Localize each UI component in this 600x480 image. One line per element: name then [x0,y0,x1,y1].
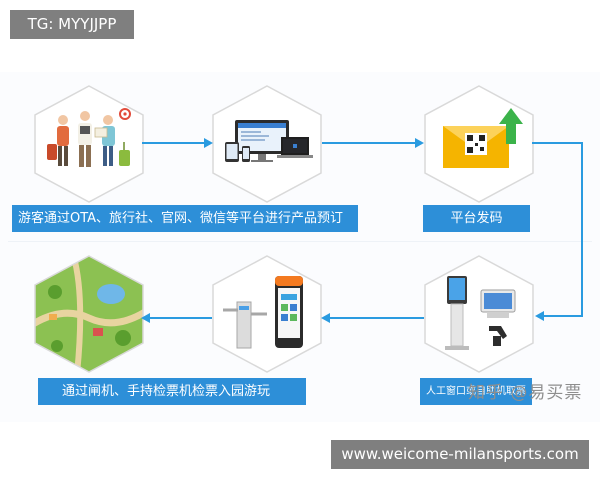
devices-icon [225,120,313,162]
hex-gate [211,254,323,374]
arrow-1-to-2 [140,136,215,150]
tag-label: TG: MYYJJPP [10,10,134,39]
qr-envelope-icon [443,108,523,168]
watermark: 知乎 @易买票 [468,383,583,403]
arrow-4-to-5 [318,311,426,325]
gate-icon [223,276,303,349]
hex-tourists [33,84,145,204]
step-3-label: 人工窗口或自助机取票 [420,378,532,405]
tourists-icon [47,108,131,167]
kiosk-icon [445,276,516,350]
arrow-2-to-3 [320,136,426,150]
hex-qr-envelope [423,84,535,204]
url-label: www.weicome-milansports.com [331,440,589,469]
hex-devices [211,84,323,204]
row-divider [8,241,592,242]
arrow-5-to-6 [138,311,214,325]
park-map-icon [35,256,143,372]
hex-kiosk [423,254,535,374]
arrow-3-to-4 [530,136,590,326]
step-1-label: 游客通过OTA、旅行社、官网、微信等平台进行产品预订 [12,205,358,232]
hex-park-map [33,254,145,374]
step-4-label: 通过闸机、手持检票机检票入园游玩 [38,378,306,405]
step-2-label: 平台发码 [423,205,530,232]
